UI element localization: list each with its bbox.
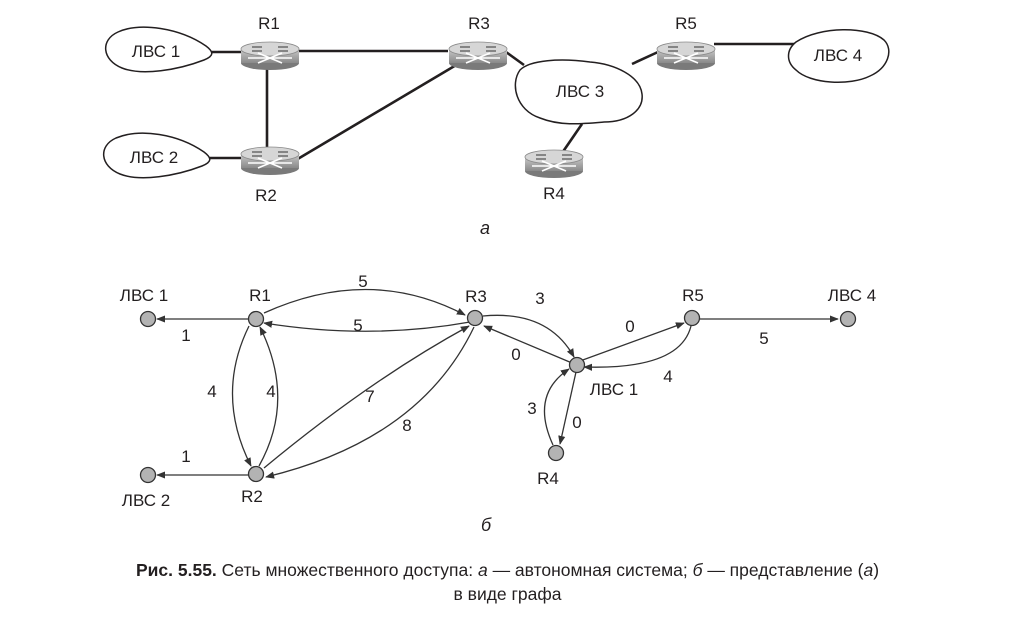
lan1-cloud (105, 26, 213, 73)
node-lan1-center (568, 356, 586, 374)
router-r2-icon (240, 146, 300, 176)
node-lan4-label: ЛВС 4 (828, 286, 876, 305)
edge-lan-r4 (558, 371, 577, 445)
caption-text-1: Сеть множественного доступа: (221, 560, 478, 580)
node-r3 (466, 309, 484, 327)
weight-r2-r1: 4 (266, 382, 275, 401)
edge-r5-lan (583, 325, 692, 371)
diagram-a: ЛВС 1 ЛВС 2 ЛВС 3 ЛВС 4 R1 R2 R3 R4 R5 а (103, 14, 890, 238)
caption-line-2: в виде графа (453, 584, 562, 604)
lan3-cloud (514, 59, 643, 125)
node-lan2-label: ЛВС 2 (122, 491, 170, 510)
node-r3-label: R3 (465, 287, 487, 306)
weight-r2-lan2: 1 (181, 447, 190, 466)
node-r1 (247, 310, 265, 328)
edge-r2-r1 (258, 326, 279, 467)
caption-text-3: — представление ( (702, 560, 864, 580)
node-lan1 (139, 310, 157, 328)
router-r3-icon (448, 41, 508, 71)
edge-r1-r3 (263, 288, 466, 316)
edge-r1-r2 (231, 325, 252, 467)
node-lan2 (139, 466, 157, 484)
router-r5-label: R5 (675, 14, 697, 33)
weight-r1-lan1: 1 (181, 326, 190, 345)
lan1-label: ЛВС 1 (132, 42, 180, 61)
caption-line-1: Рис. 5.55. Сеть множественного доступа: … (0, 558, 1015, 582)
node-r5 (683, 309, 701, 327)
weight-r5-lan: 4 (663, 367, 672, 386)
weight-lan-r3: 0 (511, 345, 520, 364)
weight-lan-r5: 0 (625, 317, 634, 336)
weight-r1-r2: 4 (207, 382, 216, 401)
node-r5-label: R5 (682, 286, 704, 305)
weight-r2-r3: 7 (365, 387, 374, 406)
link-r2-r3 (295, 56, 469, 162)
caption-a-letter: а (477, 560, 488, 580)
router-r4-label: R4 (543, 184, 565, 203)
link-r3-lan3 (505, 50, 525, 67)
router-r2-label: R2 (255, 186, 277, 205)
node-r4-label: R4 (537, 469, 559, 488)
edge-lan-r3 (483, 325, 573, 364)
node-r4 (547, 444, 565, 462)
node-r2-label: R2 (241, 487, 263, 506)
lan4-label: ЛВС 4 (814, 46, 862, 65)
diagram-b: ЛВС 1 ЛВС 2 R1 R2 R3 ЛВС 1 R5 ЛВС 4 R4 1… (120, 272, 876, 535)
weight-r3-r2: 8 (402, 416, 411, 435)
weight-r4-lan: 3 (527, 399, 536, 418)
edge-r3-lan (482, 314, 575, 358)
router-r1-icon (240, 41, 300, 71)
caption-text-2: — автономная система; (487, 560, 693, 580)
weight-r3-lan: 3 (535, 289, 544, 308)
edge-r3-r2 (265, 326, 475, 479)
router-r1-label: R1 (258, 14, 280, 33)
edge-lan-r5 (579, 322, 685, 362)
figure-caption: Рис. 5.55. Сеть множественного доступа: … (0, 558, 1015, 606)
weight-r3-r1: 5 (353, 316, 362, 335)
network-figure: ЛВС 1 ЛВС 2 ЛВС 3 ЛВС 4 R1 R2 R3 R4 R5 а (103, 14, 890, 535)
caption-figure-number: Рис. 5.55. (135, 560, 217, 580)
node-lan4 (839, 310, 857, 328)
lan2-label: ЛВС 2 (130, 148, 178, 167)
weight-r1-r3: 5 (358, 272, 367, 291)
router-r3-label: R3 (468, 14, 490, 33)
node-lan1-center-label: ЛВС 1 (590, 380, 638, 399)
edge-r4-lan (543, 368, 570, 446)
link-lan3-r5 (631, 50, 659, 66)
lan3-label: ЛВС 3 (556, 82, 604, 101)
node-r1-label: R1 (249, 286, 271, 305)
router-r4-icon (524, 149, 584, 179)
caption-a-letter-2: а (863, 560, 874, 580)
node-r2 (247, 465, 265, 483)
node-lan1-label: ЛВС 1 (120, 286, 168, 305)
edge-r3-r1 (263, 320, 471, 332)
sublabel-b: б (481, 515, 492, 535)
edge-r2-r3 (263, 325, 470, 469)
lan4-cloud (787, 29, 890, 83)
router-r5-icon (656, 41, 716, 71)
weight-r5-lan4: 5 (759, 329, 768, 348)
sublabel-a: а (480, 218, 490, 238)
weight-lan-r4: 0 (572, 413, 581, 432)
caption-text-4: ) (873, 560, 880, 580)
caption-b-letter: б (692, 560, 703, 580)
lan2-cloud (103, 132, 211, 179)
